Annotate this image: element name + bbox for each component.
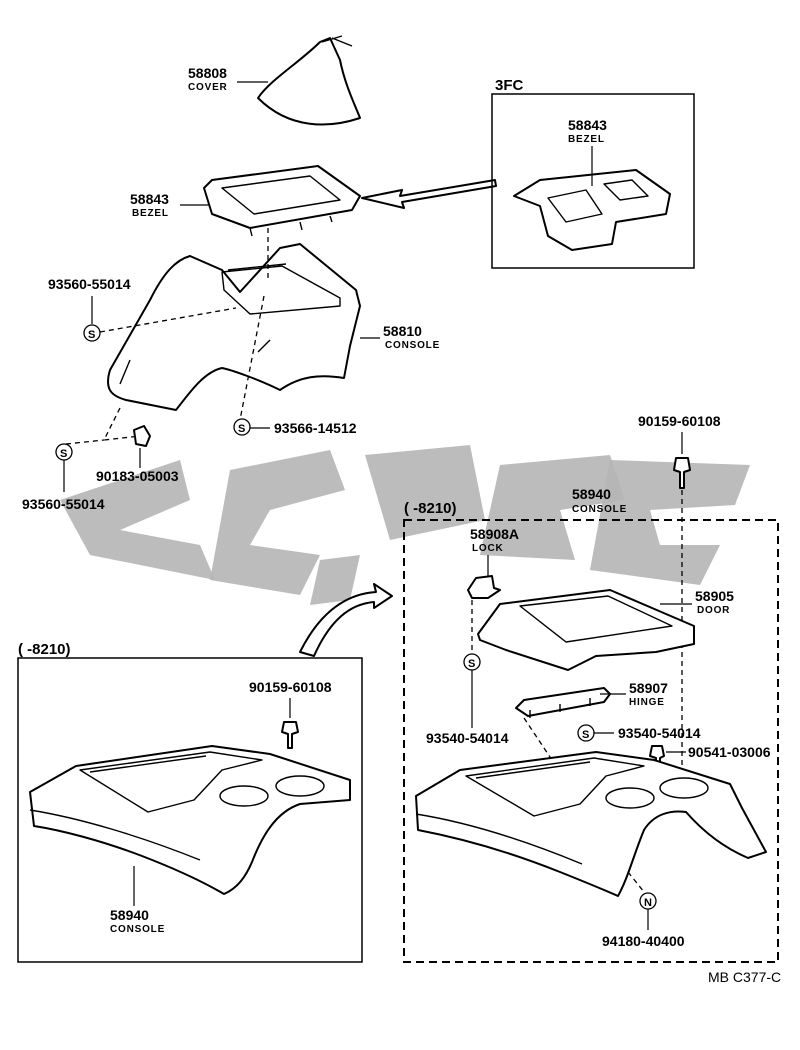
console-58940-right-part-no: 58940 (572, 486, 611, 502)
nut-94180-part-no: 94180-40400 (602, 933, 685, 949)
lock-part (467, 575, 501, 599)
clip-part (133, 425, 151, 447)
screw-93540-right-part-no: 93540-54014 (618, 725, 701, 741)
screw-symbol-letter: S (238, 423, 245, 435)
inset-3fc-label: 3FC (495, 77, 524, 94)
bezel-3fc-name: BEZEL (568, 134, 605, 145)
clip-90183-part-no: 90183-05003 (96, 468, 179, 484)
curved-arrow (299, 583, 393, 657)
screw-93540-left-part-no: 93540-54014 (426, 730, 509, 746)
screw-symbol-letter: S (60, 448, 67, 460)
bezel-part (203, 165, 361, 237)
door-58905-name: DOOR (697, 605, 730, 616)
watermark-logo (60, 445, 750, 605)
door-58905-part-no: 58905 (695, 588, 734, 604)
bezel-fastener-line (239, 228, 269, 421)
screw-93566-part-no: 93566-14512 (274, 420, 357, 436)
bolt-left-part (281, 721, 299, 749)
drawing-code: MB C377-C (708, 969, 781, 985)
cover-part (257, 35, 361, 126)
screw-93560-b-part-no: 93560-55014 (22, 496, 105, 512)
lock-58908a-part-no: 58908A (470, 526, 519, 542)
screw-symbol-letter: S (582, 729, 589, 741)
console-58940-left-part (29, 745, 351, 895)
screw-symbol-icon (83, 324, 101, 342)
cover-name: COVER (188, 82, 228, 93)
hinge-58907-part-no: 58907 (629, 680, 668, 696)
hinge-part (515, 687, 611, 718)
inset-3fc-frame (491, 93, 695, 269)
bolt-right-part (673, 457, 691, 489)
door-part (477, 589, 695, 671)
right-box-label: ( -8210) (404, 500, 457, 517)
screw-symbol-letter: S (468, 658, 475, 670)
cover-part-no: 58808 (188, 65, 227, 81)
bolt-90159-left-part-no: 90159-60108 (249, 679, 332, 695)
bolt-90159-right-part-no: 90159-60108 (638, 413, 721, 429)
console-58940-left-name: CONSOLE (110, 924, 165, 935)
nut-line (627, 871, 645, 893)
left-box-label: ( -8210) (18, 641, 71, 658)
screw-symbol-icon (233, 418, 251, 436)
nut-symbol-letter: N (644, 897, 652, 909)
right-box-frame (403, 519, 779, 963)
console-58810-name: CONSOLE (385, 340, 440, 351)
console-58810-part (107, 243, 361, 411)
console-58810-part-no: 58810 (383, 323, 422, 339)
console-58940-left-part-no: 58940 (110, 907, 149, 923)
bezel-part-no: 58843 (130, 191, 169, 207)
bezel-3fc-part (513, 169, 671, 251)
clip-line (65, 407, 141, 445)
bolt-90541-part-no: 90541-03006 (688, 744, 771, 760)
bezel-name: BEZEL (132, 208, 169, 219)
lock-58908a-name: LOCK (472, 543, 504, 554)
screw-93560-a-part-no: 93560-55014 (48, 276, 131, 292)
console-58940-right-name: CONSOLE (572, 504, 627, 515)
screw-symbol-letter: S (88, 329, 95, 341)
left-box-frame (17, 657, 363, 963)
inset-arrow (361, 179, 497, 209)
bezel-3fc-part-no: 58843 (568, 117, 607, 133)
hinge-58907-name: HINGE (629, 697, 665, 708)
console-58940-right-part (415, 751, 767, 897)
